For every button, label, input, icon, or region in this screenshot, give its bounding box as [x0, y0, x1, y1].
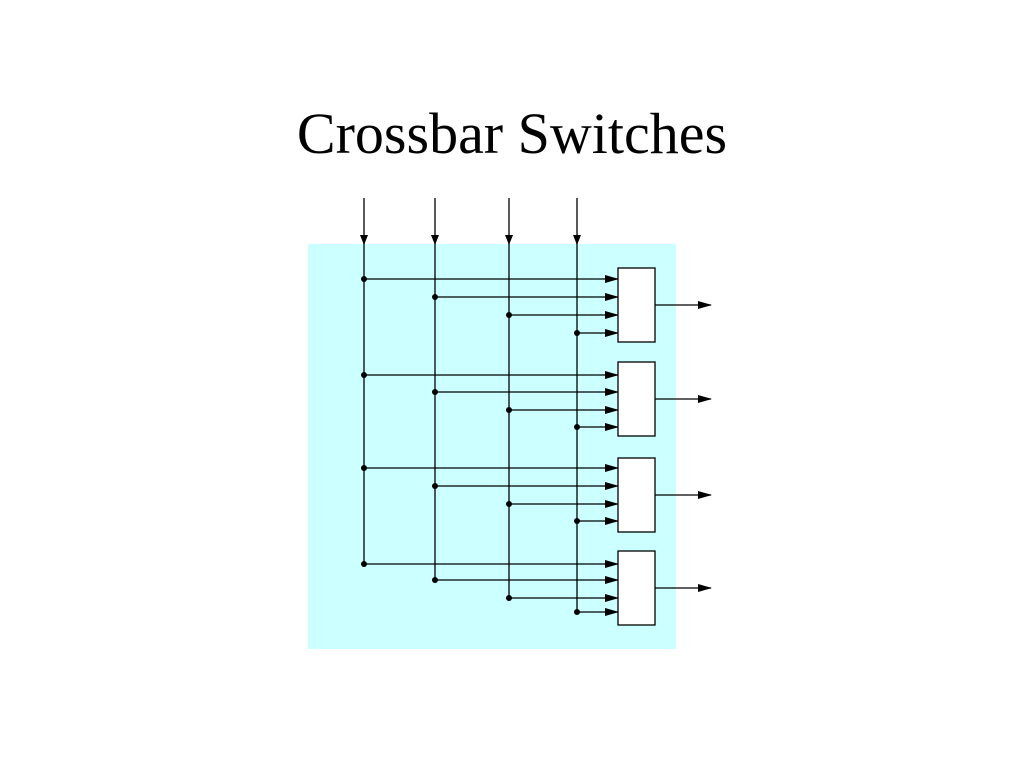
crosspoint-dot: [506, 501, 512, 507]
output-port-4-box: [617, 550, 656, 626]
crosspoint-dot: [506, 595, 512, 601]
output-port-1-box: [617, 267, 656, 343]
crosspoint-lines: [361, 275, 619, 616]
crosspoint-dot: [361, 465, 367, 471]
crosspoint-dot: [574, 609, 580, 615]
output-port-2-box: [617, 361, 656, 437]
crosspoint-dot: [574, 518, 580, 524]
crosspoint-dot: [506, 312, 512, 318]
crosspoint-dot: [361, 372, 367, 378]
output-lines: [655, 301, 712, 592]
crosspoint-dot: [432, 294, 438, 300]
crosspoint-dot: [432, 389, 438, 395]
crosspoint-dot: [574, 424, 580, 430]
crosspoint-dot: [574, 330, 580, 336]
crosspoint-dot: [432, 577, 438, 583]
crosspoint-dot: [361, 276, 367, 282]
slide-title: Crossbar Switches: [296, 101, 728, 166]
crosspoint-dot: [506, 407, 512, 413]
crosspoint-dot: [432, 483, 438, 489]
crosspoint-dot: [361, 561, 367, 567]
output-port-3-box: [617, 457, 656, 533]
